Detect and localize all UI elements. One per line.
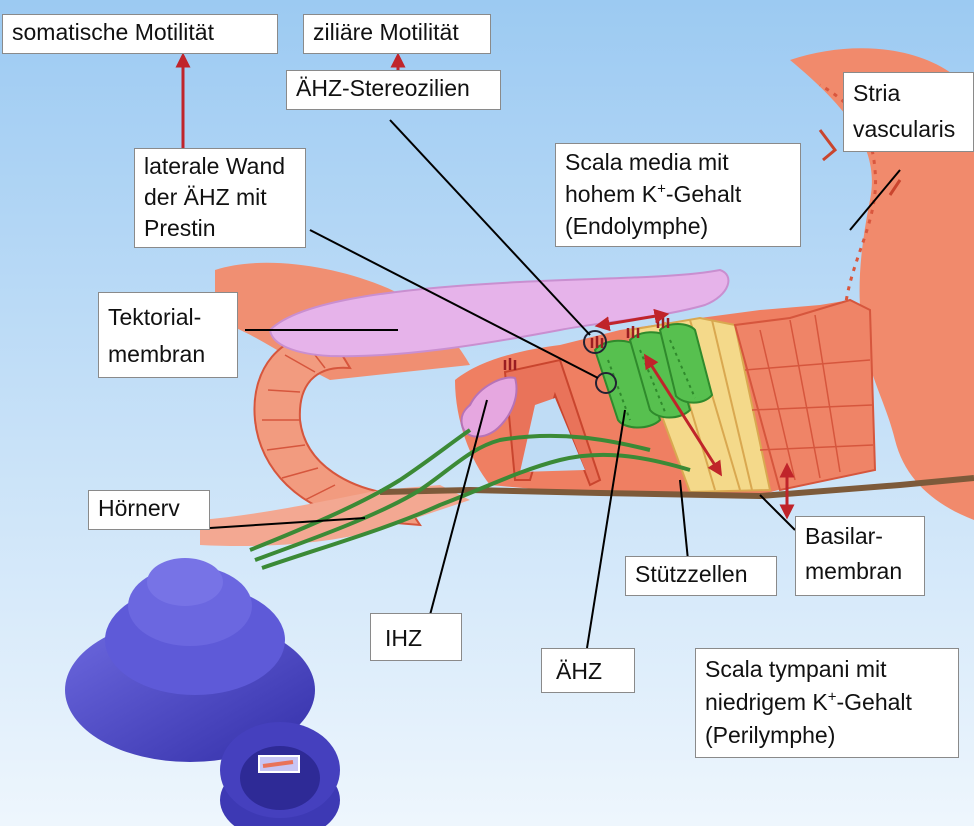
label-tectorial-membrane: Tektorial- membran	[98, 292, 238, 378]
scala-tympani-line-2: niedrigem K+-Gehalt	[705, 686, 949, 719]
label-scala-media: Scala media mit hohem K+-Gehalt (Endolym…	[555, 143, 801, 247]
label-somatic-motility: somatische Motilität	[2, 14, 278, 54]
lateral-wall-line-1: laterale Wand	[144, 151, 296, 182]
label-ohc: ÄHZ	[541, 648, 635, 693]
label-scala-tympani: Scala tympani mit niedrigem K+-Gehalt (P…	[695, 648, 959, 758]
scala-tympani-line-3: (Perilymphe)	[705, 719, 949, 752]
label-supporting-cells: Stützzellen	[625, 556, 777, 596]
stria-line-1: Stria	[853, 75, 964, 111]
scala-media-line-1: Scala media mit	[565, 146, 791, 178]
label-lateral-wall: laterale Wand der ÄHZ mit Prestin	[134, 148, 306, 248]
lateral-wall-line-2: der ÄHZ mit	[144, 182, 296, 213]
basilar-line-1: Basilar-	[805, 519, 915, 554]
label-ohc-stereocilia: ÄHZ-Stereozilien	[286, 70, 501, 110]
label-auditory-nerve: Hörnerv	[88, 490, 210, 530]
label-basilar-membrane: Basilar- membran	[795, 516, 925, 596]
tectorial-line-2: membran	[108, 336, 228, 373]
label-ciliary-motility: ziliäre Motilität	[303, 14, 491, 54]
scala-tympani-line-1: Scala tympani mit	[705, 653, 949, 686]
scala-media-line-2: hohem K+-Gehalt	[565, 178, 791, 210]
lateral-wall-line-3: Prestin	[144, 213, 296, 244]
label-stria-vascularis: Stria vascularis	[843, 72, 974, 152]
scala-media-line-3: (Endolymphe)	[565, 210, 791, 242]
tectorial-line-1: Tektorial-	[108, 299, 228, 336]
basilar-line-2: membran	[805, 554, 915, 589]
label-ihc: IHZ	[370, 613, 462, 661]
stria-line-2: vascularis	[853, 111, 964, 147]
